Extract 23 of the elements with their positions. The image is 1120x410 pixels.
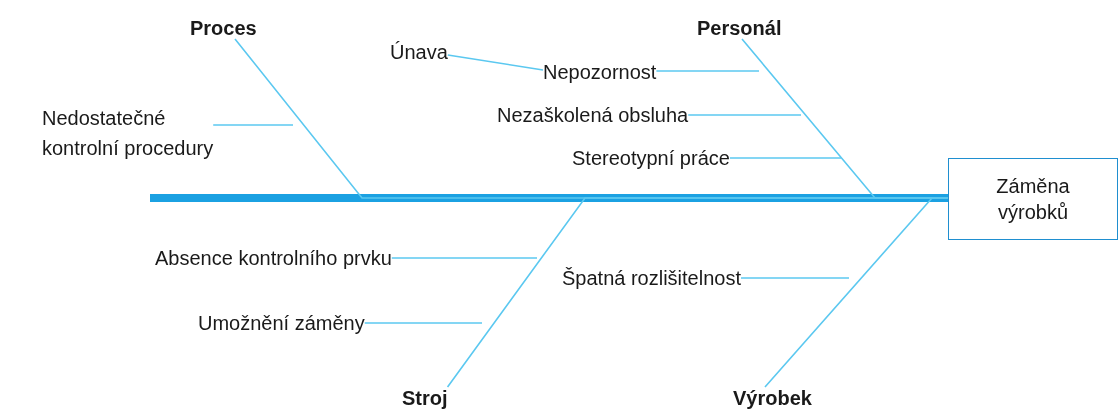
effect-label: Záměna výrobků — [995, 174, 1071, 225]
category-label: Proces — [190, 16, 257, 40]
cause-label: Stereotypní práce — [572, 146, 730, 170]
category-label: Personál — [697, 16, 782, 40]
cause-label: Špatná rozlišitelnost — [562, 266, 741, 290]
fishbone-branch — [764, 197, 949, 388]
leader-line — [740, 277, 850, 279]
cause-label: Umožnění záměny — [198, 311, 365, 335]
leader-line — [687, 114, 802, 116]
leader-line — [729, 157, 842, 159]
leader-line — [391, 257, 538, 259]
leader-line — [447, 54, 544, 71]
leader-line — [363, 322, 483, 324]
cause-label: Nedostatečné kontrolní procedury — [42, 103, 247, 163]
cause-label: Nepozornost — [543, 60, 657, 84]
cause-label: Nezaškolená obsluha — [497, 103, 689, 127]
category-label: Stroj — [402, 386, 448, 410]
cause-label: Únava — [390, 40, 448, 64]
cause-label: Absence kontrolního prvku — [155, 246, 392, 270]
category-label: Výrobek — [733, 386, 812, 410]
leader-line — [212, 124, 294, 126]
leader-line — [655, 70, 760, 72]
effect-box — [948, 158, 1118, 240]
